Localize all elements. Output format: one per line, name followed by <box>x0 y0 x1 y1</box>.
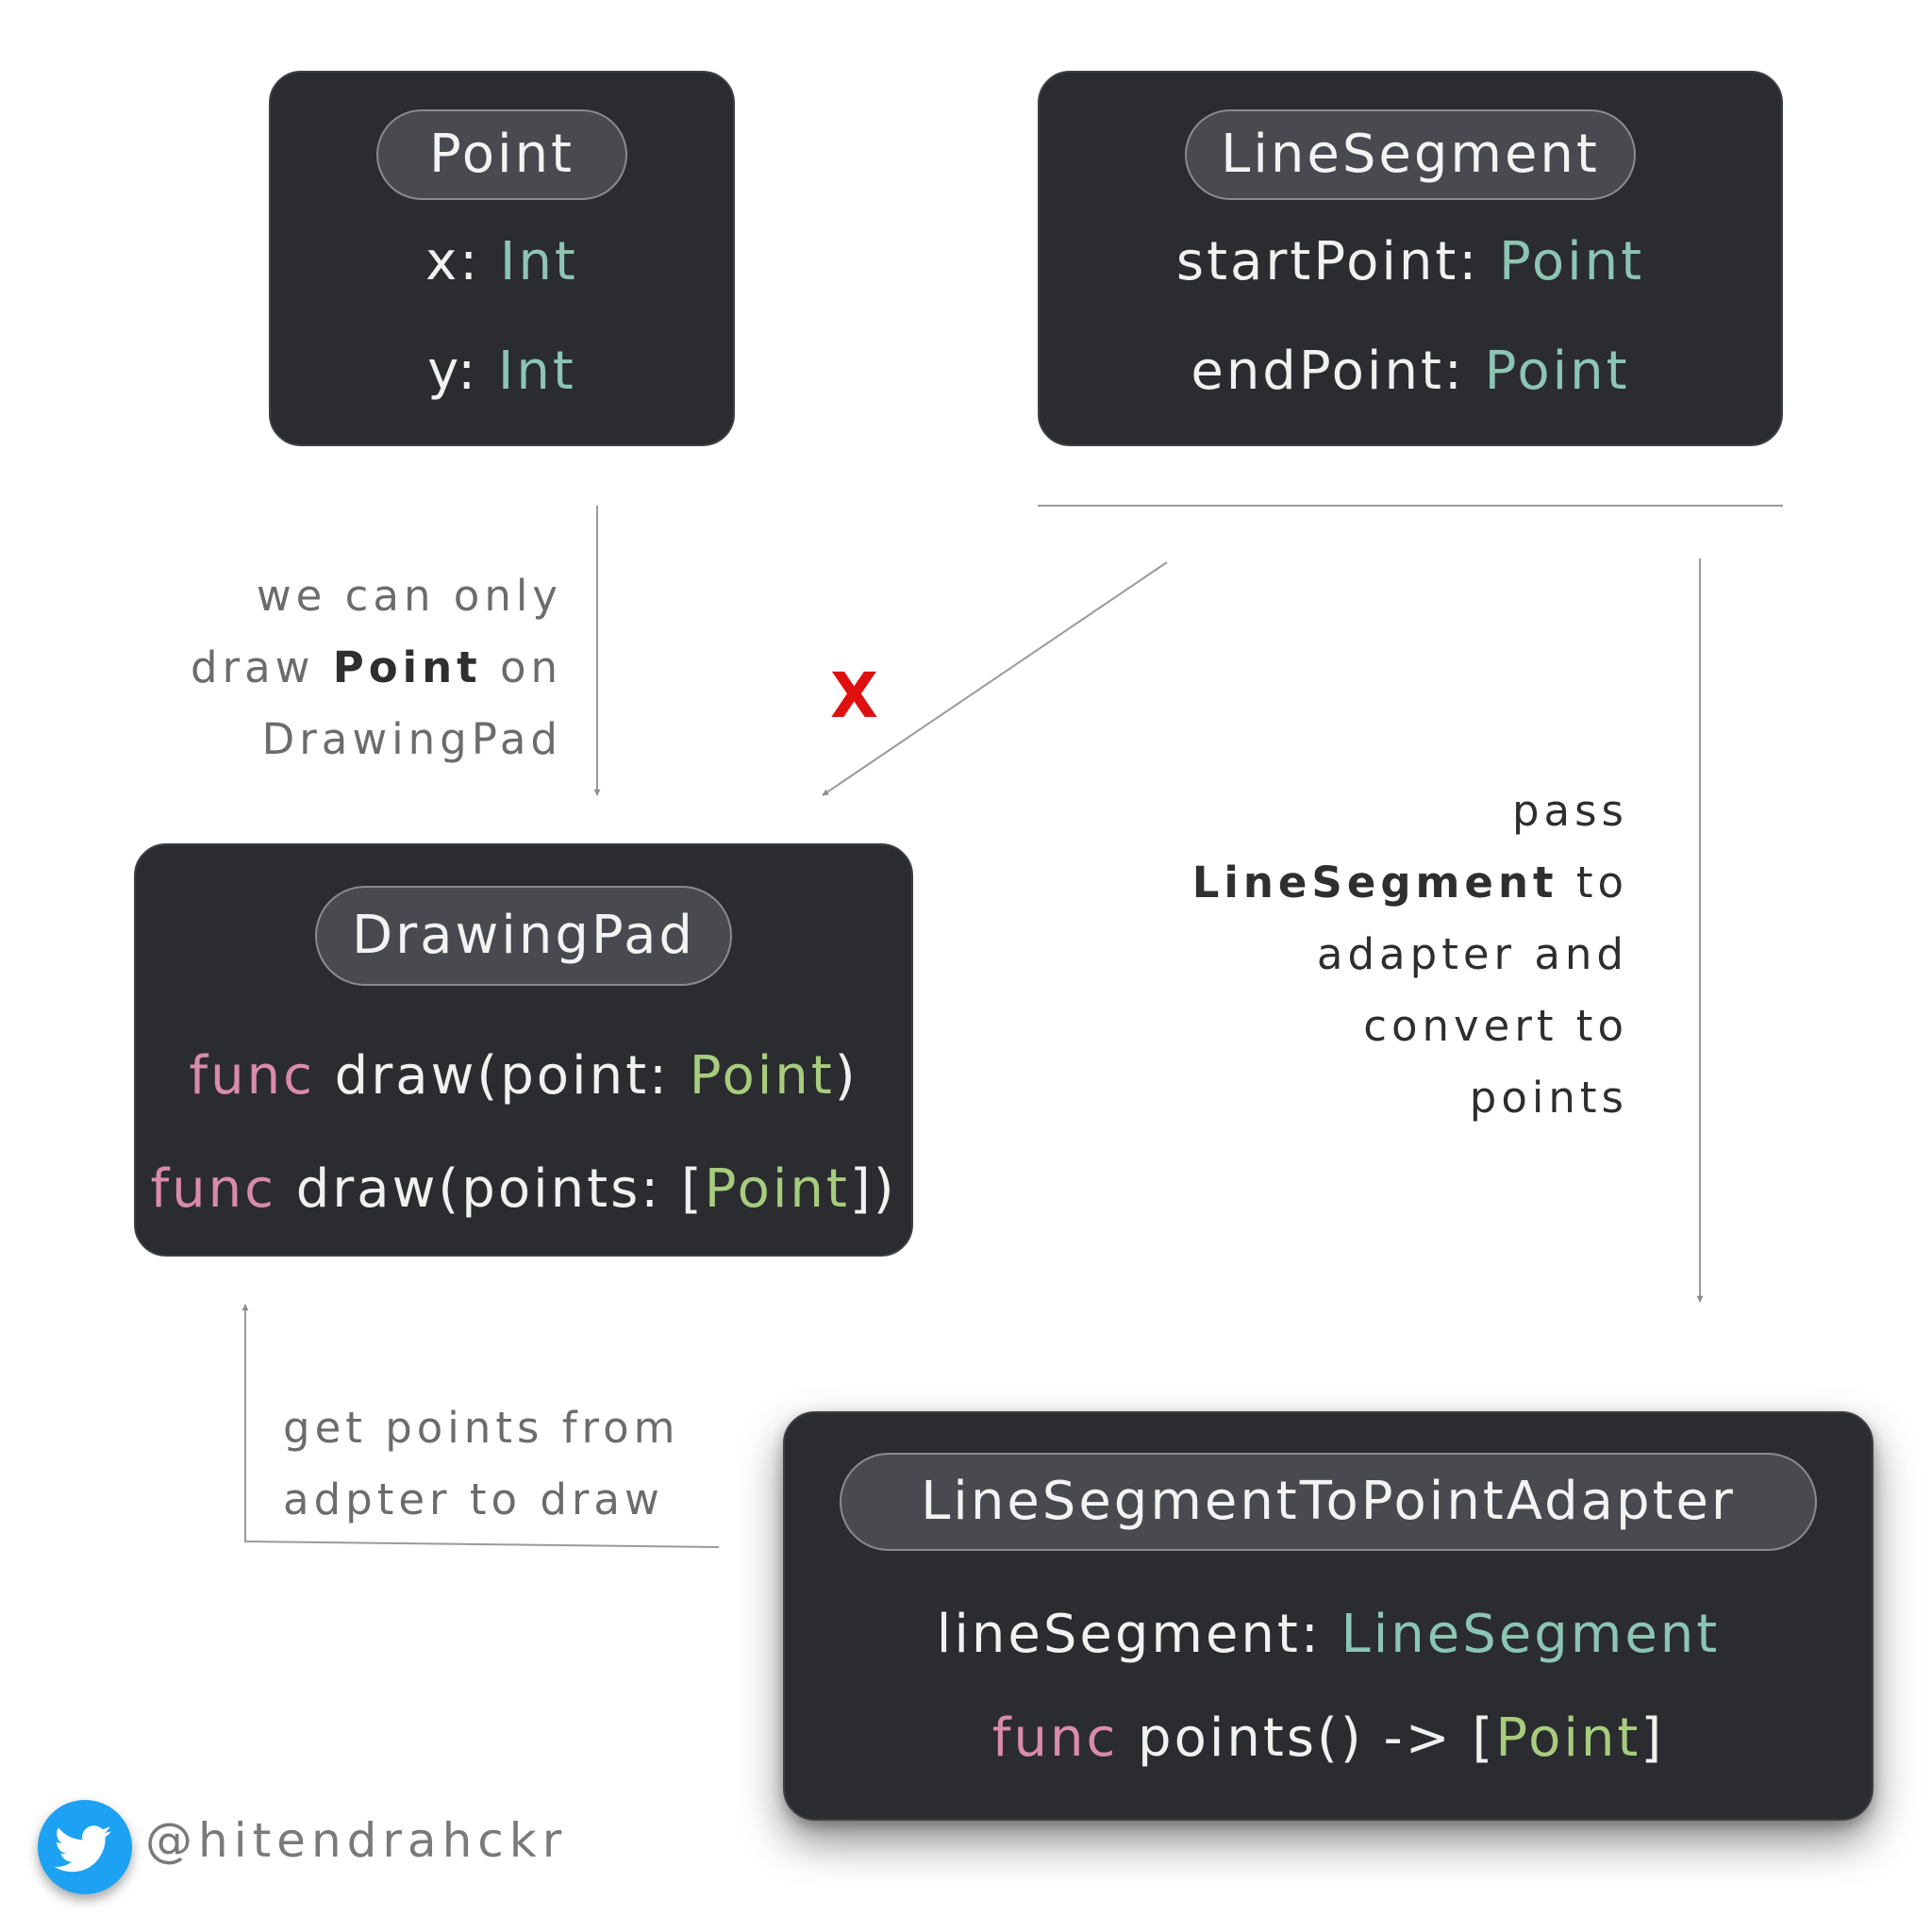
note-only-point-line3: DrawingPad <box>261 714 562 764</box>
drawing-pad-method-draw-point: func draw(point: Point) <box>189 1045 858 1107</box>
adapter-field-line-segment: lineSegment: LineSegment <box>936 1604 1721 1665</box>
drawing-pad-card: DrawingPad func draw(point: Point) func … <box>134 843 913 1257</box>
adapter-title-pill: LineSegmentToPointAdapter <box>840 1453 1817 1551</box>
line-segment-title: LineSegment <box>1221 124 1600 185</box>
return-type: Point <box>1495 1707 1641 1769</box>
drawing-pad-title: DrawingPad <box>352 905 695 966</box>
line-segment-field-end: endPoint: Point <box>1191 341 1630 402</box>
note-pass-line3: adapter and <box>1316 929 1628 979</box>
twitter-bird-icon[interactable] <box>38 1800 132 1894</box>
field-type: Int <box>499 231 578 292</box>
point-title-pill: Point <box>376 109 627 200</box>
note-pass-adapter: pass LineSegment to adapter and convert … <box>1192 775 1628 1134</box>
adapter-method-points: func points() -> [Point] <box>991 1707 1665 1769</box>
point-title: Point <box>428 124 575 185</box>
note-pass-line2: LineSegment to <box>1191 858 1628 908</box>
note-pass-line4: convert to <box>1363 1001 1628 1051</box>
note-only-point-line1: we can only <box>256 571 562 621</box>
note-only-point: we can only draw Point on DrawingPad <box>191 560 562 775</box>
point-field-y: y: Int <box>427 341 576 402</box>
twitter-handle[interactable]: @hitendrahckr <box>145 1813 568 1868</box>
adapter-to-drawingpad-arrow <box>242 1304 720 1548</box>
note-get-points-line1: get points from <box>283 1403 680 1453</box>
line-segment-card: LineSegment startPoint: Point endPoint: … <box>1038 71 1783 446</box>
drawing-pad-title-pill: DrawingPad <box>315 886 732 986</box>
adapter-card: LineSegmentToPointAdapter lineSegment: L… <box>783 1411 1874 1821</box>
point-card: Point x: Int y: Int <box>269 71 735 446</box>
func-keyword: func <box>150 1158 276 1220</box>
field-type: Point <box>1484 341 1630 402</box>
drawing-pad-method-draw-points: func draw(points: [Point]) <box>150 1158 897 1220</box>
field-type: Int <box>497 341 576 402</box>
line-segment-title-pill: LineSegment <box>1185 109 1636 200</box>
func-keyword: func <box>991 1707 1119 1769</box>
func-keyword: func <box>189 1045 315 1107</box>
adapter-title: LineSegmentToPointAdapter <box>921 1471 1736 1532</box>
note-pass-line1: pass <box>1511 786 1628 836</box>
note-pass-line5: points <box>1469 1073 1628 1123</box>
param-type: Point <box>704 1158 850 1220</box>
note-get-points: get points from adpter to draw <box>283 1392 679 1536</box>
param-type: Point <box>689 1045 835 1107</box>
line-segment-field-start: startPoint: Point <box>1175 231 1645 292</box>
field-type: LineSegment <box>1341 1604 1721 1665</box>
field-type: Point <box>1499 231 1645 292</box>
note-only-point-line2: draw Point on <box>191 642 562 692</box>
note-get-points-line2: adpter to draw <box>283 1474 664 1524</box>
linesegment-to-drawingpad-arrow <box>822 561 1168 796</box>
point-field-x: x: Int <box>425 231 578 292</box>
cross-mark-icon: X <box>830 659 878 732</box>
